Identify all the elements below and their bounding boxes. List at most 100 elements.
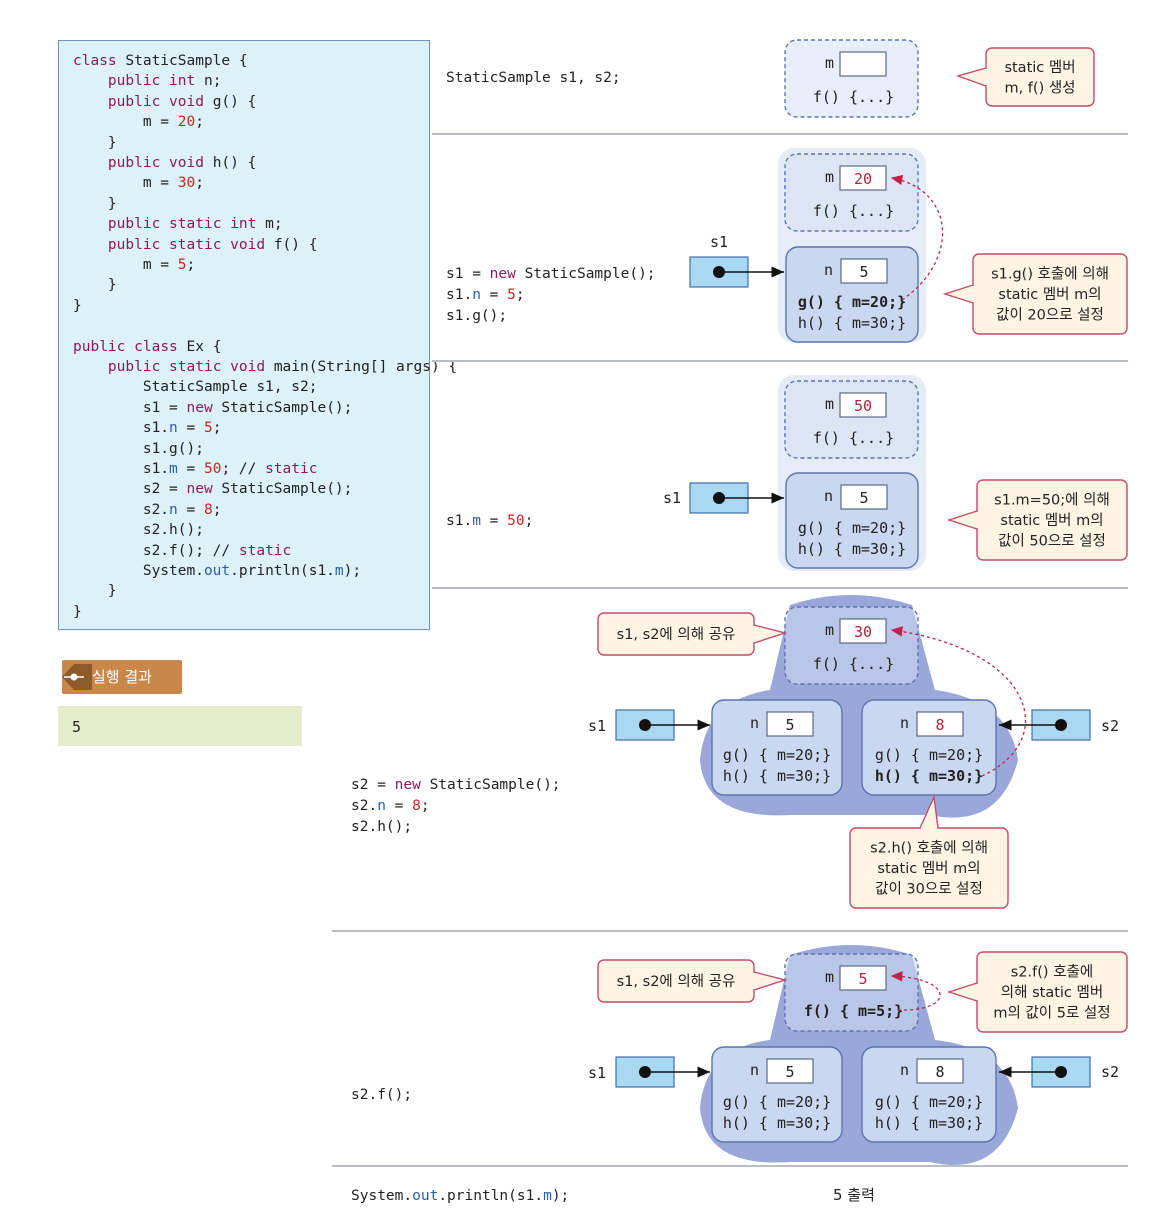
step3-g-text: g() { m=20;} — [798, 519, 906, 537]
code-line: s2.f(); // static — [73, 542, 292, 559]
divider-1 — [432, 133, 1128, 135]
divider-3 — [432, 587, 1128, 589]
code-line: s2 = new StaticSample(); — [73, 481, 353, 498]
code-line: s1 = new StaticSample(); — [73, 399, 353, 416]
code-line: public void g() { — [107, 93, 257, 110]
code-line: public class Ex { — [73, 338, 222, 355]
step2-m-label: m — [825, 168, 834, 186]
step3-n-label: n — [824, 487, 833, 505]
step4-s2-ref-label: s2 — [1101, 717, 1119, 735]
tag-pin-icon — [62, 664, 92, 690]
step4-shared-callout-line: s1, s2에 의해 공유 — [617, 626, 736, 643]
step4-s1-g-text: g() { m=20;} — [723, 746, 831, 764]
step1-statement: StaticSample s1, s2; — [446, 70, 621, 86]
step2-assign-arrow — [890, 174, 944, 301]
step2-statements: s1 = new StaticSample(); s1.n = 5; s1.g(… — [446, 266, 656, 324]
step4-s1-n-value: 5 — [785, 716, 794, 734]
step4-s2-n-label: n — [900, 714, 909, 732]
divider-2 — [432, 360, 1128, 362]
code-line: System.out.println(s1.m); — [73, 563, 362, 579]
step5-shared-callout-line: s1, s2에 의해 공유 — [617, 973, 736, 990]
step3-callout-tail — [946, 510, 978, 530]
step3-statement: s1.m = 50; — [446, 513, 534, 529]
step6-output-note: 5 출력 — [833, 1186, 875, 1204]
step3-m-slot — [839, 392, 887, 418]
step5-s2-g-text: g() { m=20;} — [875, 1093, 983, 1111]
step5-callout-line: m의 값이 5로 설정 — [993, 1005, 1110, 1022]
step2-callout-line: 값이 20으로 설정 — [996, 307, 1104, 324]
step2-m-slot — [839, 165, 887, 191]
step3-n-value: 5 — [859, 489, 868, 507]
step5-shared-callout: s1, s2에 의해 공유 — [597, 959, 788, 1003]
step3-f-text: f() {...} — [813, 429, 894, 447]
code-line: s1.g(); — [73, 440, 204, 457]
step4-s2-h-text: h() { m=30;} — [875, 767, 983, 785]
code-line: m = 30; — [73, 175, 204, 192]
step5-s2-n-label: n — [900, 1061, 909, 1079]
step3-callout-line: 값이 50으로 설정 — [998, 533, 1106, 550]
step3-m-value: 50 — [854, 397, 872, 415]
code-line: StaticSample s1, s2; — [73, 379, 318, 396]
step2-g-text: g() { m=20;} — [798, 293, 906, 311]
step2-f-text: f() {...} — [813, 202, 894, 220]
step2-n-slot — [840, 258, 888, 284]
code-line: s2.h(); — [73, 522, 204, 539]
step4-callout-line: s2.h() 호출에 의해 — [870, 840, 988, 857]
code-line: } — [73, 134, 117, 151]
step5-s2-n-slot — [916, 1058, 964, 1084]
step4-callout-tail — [919, 794, 939, 829]
step5-callout-line: s2.f() 호출에 — [1011, 964, 1093, 981]
step5-s1-h-text: h() { m=30;} — [723, 1114, 831, 1132]
code-line: } — [73, 603, 82, 620]
step4-f-text: f() {...} — [813, 655, 894, 673]
step1-m-label: m — [825, 54, 834, 72]
step5-s1-n-slot — [766, 1058, 814, 1084]
step5-f-text: f() { m=5;} — [804, 1002, 903, 1020]
step3-callout-line: s1.m=50;에 의해 — [994, 492, 1110, 509]
step2-n-label: n — [824, 261, 833, 279]
step2-callout-line: s1.g() 호출에 의해 — [991, 266, 1109, 283]
divider-5 — [332, 1165, 1128, 1167]
result-output-box: 5 — [58, 706, 302, 746]
code-line: public int n; — [107, 73, 222, 90]
step4-s1-h-text: h() { m=30;} — [723, 767, 831, 785]
step4-shared-callout-tail — [753, 624, 788, 644]
step4-shared-callout: s1, s2에 의해 공유 — [597, 612, 788, 656]
code-line: } — [73, 297, 82, 314]
code-line: public void h() { — [107, 155, 257, 171]
step2-callout-tail — [942, 284, 974, 304]
step1-callout: static 멤버m, f() 생성 — [955, 47, 1095, 107]
step4-assign-arrow — [890, 626, 1027, 777]
step3-m-label: m — [825, 395, 834, 413]
step2-ref-label: s1 — [710, 233, 728, 251]
step5-s1-ref-label: s1 — [588, 1064, 606, 1082]
step4-s1-ref-label: s1 — [588, 717, 606, 735]
step3-ref-label: s1 — [663, 489, 681, 507]
step5-statement: s2.f(); — [351, 1087, 413, 1103]
step3-n-slot — [840, 484, 888, 510]
step5-s1-n-value: 5 — [785, 1063, 794, 1081]
step2-m-value: 20 — [854, 170, 872, 188]
step1-callout-box — [985, 47, 1095, 107]
step4-callout-line: 값이 30으로 설정 — [875, 881, 983, 898]
code-line: m = 5; — [73, 257, 196, 273]
step4-statements: s2 = new StaticSample(); s2.n = 8; s2.h(… — [351, 777, 561, 835]
step1-callout-line: m, f() 생성 — [1004, 79, 1075, 96]
step4-callout-line: static 멤버 m의 — [877, 860, 980, 877]
code-line: } — [73, 277, 117, 294]
step4-m-value: 30 — [854, 623, 872, 641]
step5-m-slot — [839, 965, 887, 991]
step4-s1-n-label: n — [750, 714, 759, 732]
divider-4 — [332, 930, 1128, 932]
step5-s1-n-label: n — [750, 1061, 759, 1079]
step5-m-label: m — [825, 968, 834, 986]
code-line: } — [73, 195, 117, 212]
step5-callout-line: 의해 static 멤버 — [1001, 984, 1103, 1001]
step4-m-label: m — [825, 621, 834, 639]
step1-f-text: f() {...} — [813, 88, 894, 106]
